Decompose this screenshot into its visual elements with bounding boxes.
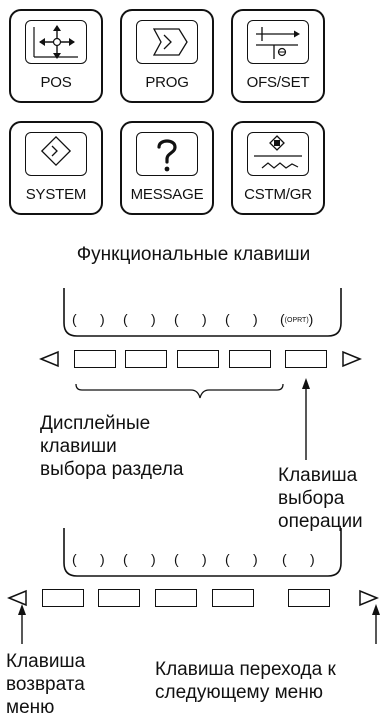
next-key-caption-line2: следующему меню	[155, 682, 323, 703]
screen1-slots: ( ) ( ) ( ) ( ) ((OPRT))	[70, 311, 340, 331]
display-keys-caption: Дисплейные клавиши выбора раздела	[40, 412, 184, 481]
slot-3: ( )	[174, 551, 207, 567]
prog-key-label: PROG	[145, 74, 189, 91]
slot-operation: ((OPRT))	[280, 311, 314, 327]
slot-3: ( )	[174, 311, 207, 327]
system-icon	[40, 135, 72, 167]
prog-key[interactable]: PROG	[120, 9, 214, 103]
question-mark-icon	[157, 139, 177, 172]
ofs-set-key-label: OFS/SET	[246, 74, 310, 91]
pos-key-label: POS	[40, 74, 72, 91]
soft-key-3[interactable]	[177, 350, 219, 368]
ofs-set-key-screen	[247, 20, 309, 64]
soft-key-4[interactable]	[212, 589, 254, 607]
soft-key-1[interactable]	[42, 589, 84, 607]
position-icon	[33, 25, 78, 59]
system-key-screen	[25, 132, 87, 176]
pos-key-screen	[25, 20, 87, 64]
soft-key-4[interactable]	[229, 350, 271, 368]
program-icon	[152, 28, 188, 56]
graphics-icon	[254, 135, 302, 169]
cstm-gr-key[interactable]: CSTM/GR	[231, 121, 325, 215]
display-keys-caption-line2: клавиши	[40, 436, 117, 457]
pos-key[interactable]: POS	[9, 9, 103, 103]
next-menu-arrow-1[interactable]	[341, 349, 362, 369]
system-key[interactable]: SYSTEM	[9, 121, 103, 215]
ofs-set-key[interactable]: OFS/SET	[231, 9, 325, 103]
slot-2: ( )	[123, 551, 156, 567]
message-key[interactable]: MESSAGE	[120, 121, 214, 215]
slot-1: ( )	[72, 311, 105, 327]
slot-1: ( )	[72, 551, 105, 567]
operation-key-caption-line3: операции	[278, 511, 363, 532]
cstm-gr-key-label: CSTM/GR	[244, 186, 312, 203]
offset-setting-icon	[256, 27, 300, 59]
soft-key-3[interactable]	[155, 589, 197, 607]
message-key-label: MESSAGE	[130, 186, 204, 203]
operation-slot-label: (OPRT)	[284, 317, 309, 324]
return-key-caption-line1: Клавиша	[6, 651, 86, 672]
message-key-screen	[136, 132, 198, 176]
slot-4: ( )	[225, 311, 258, 327]
soft-key-2[interactable]	[125, 350, 167, 368]
display-keys-caption-line1: Дисплейные	[40, 413, 151, 434]
soft-key-operation[interactable]	[285, 350, 327, 368]
return-key-caption-line2: возврата	[6, 674, 85, 695]
function-keys-caption: Функциональные клавиши	[76, 244, 311, 265]
operation-key-caption: Клавиша выбора операции	[278, 464, 363, 533]
screen2-slots: ( ) ( ) ( ) ( ) ( )	[70, 551, 340, 571]
previous-menu-arrow-1[interactable]	[39, 349, 60, 369]
slot-4: ( )	[225, 551, 258, 567]
system-key-label: SYSTEM	[25, 186, 87, 203]
return-key-caption: Клавиша возврата меню	[6, 650, 85, 719]
previous-menu-arrow-2[interactable]	[7, 588, 28, 608]
operation-key-caption-line2: выбора	[278, 488, 345, 509]
operation-key-caption-line1: Клавиша	[278, 465, 358, 486]
display-keys-caption-line3: выбора раздела	[40, 459, 184, 480]
slot-2: ( )	[123, 311, 156, 327]
soft-key-5[interactable]	[288, 589, 330, 607]
prog-key-screen	[136, 20, 198, 64]
soft-key-2[interactable]	[98, 589, 140, 607]
next-menu-arrow-2[interactable]	[358, 588, 379, 608]
next-key-caption-line1: Клавиша перехода к	[155, 659, 336, 680]
cstm-gr-key-screen	[247, 132, 309, 176]
next-key-caption: Клавиша перехода к следующему меню	[155, 658, 336, 704]
slot-5: ( )	[282, 551, 315, 567]
return-key-caption-line3: меню	[6, 697, 55, 718]
soft-key-1[interactable]	[74, 350, 116, 368]
